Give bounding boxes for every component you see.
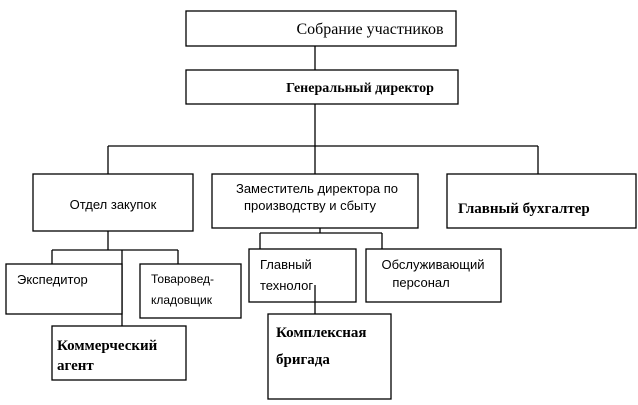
node-label: бригада: [276, 352, 330, 368]
connectors: [51, 46, 539, 326]
node-label: Обслуживающий: [381, 257, 484, 272]
node-general-director: Генеральный директор: [185, 69, 459, 105]
node-complex-brigade: Комплексная бригада: [267, 313, 392, 400]
node-label: Собрание участников: [296, 21, 443, 38]
node-chief-accountant: Главный бухгалтер: [446, 173, 637, 229]
node-label: агент: [57, 358, 94, 374]
node-service-staff: Обслуживающий персонал: [365, 248, 502, 303]
node-label: Заместитель директора по: [236, 181, 398, 196]
node-label: Экспедитор: [17, 272, 88, 287]
node-label: технолог: [260, 278, 313, 293]
node-label: Коммерческий: [57, 338, 158, 354]
node-label: Главный: [260, 257, 312, 272]
node-storekeeper: Товаровед- кладовщик: [139, 263, 242, 319]
node-label: Отдел закупок: [70, 197, 157, 212]
node-label: Комплексная: [276, 325, 366, 341]
node-assembly: Собрание участников: [185, 10, 457, 47]
node-forwarder: Экспедитор: [5, 263, 123, 315]
node-label: кладовщик: [151, 293, 213, 307]
node-label: Главный бухгалтер: [458, 201, 590, 217]
node-procurement: Отдел закупок: [32, 173, 194, 232]
node-label: Генеральный директор: [286, 81, 434, 96]
node-label: Товаровед-: [151, 272, 214, 286]
node-deputy-director: Заместитель директора по производству и …: [211, 173, 419, 229]
node-chief-technologist: Главный технолог: [248, 248, 357, 303]
node-commercial-agent: Коммерческий агент: [51, 325, 187, 381]
node-label: производству и сбыту: [244, 198, 376, 213]
node-label: персонал: [392, 275, 449, 290]
